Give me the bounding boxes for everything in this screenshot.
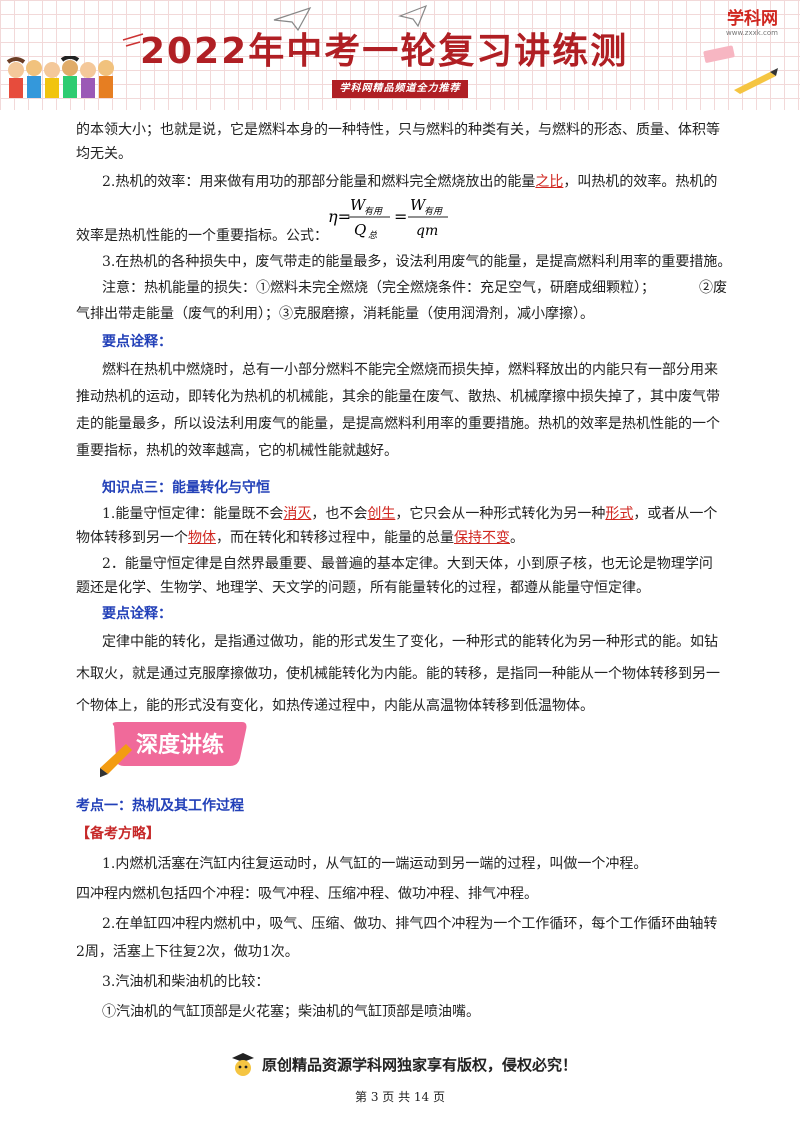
text-line: 重要指标，热机的效率越高，它的机械性能就越好。 (76, 443, 398, 459)
site-logo: 学科网 www.zxxk.com (726, 4, 778, 37)
formula-eta: η= (328, 207, 351, 226)
children-illustration (6, 56, 114, 98)
text-line: 走的能量最多，所以设法利用废气的能量，是提高燃料利用率的重要措施。热机的效率是热… (76, 416, 720, 432)
text-span: ②废 (699, 280, 727, 296)
text-line: 2．能量守恒定律是自然界最重要、最普遍的基本定律。大到天体，小到原子核，也无论是… (102, 556, 713, 572)
text-line: 效率是热机性能的一个重要指标。公式： (76, 228, 328, 244)
paper-plane-icon (398, 4, 428, 28)
eraser-icon (703, 45, 735, 63)
text-line: 1.内燃机活塞在汽缸内往复运动时，从气缸的一端运动到另一端的过程，叫做一个冲程。 (102, 856, 648, 872)
underlined-term: 保持不变 (454, 530, 510, 546)
conservation-law-line: 1.能量守恒定律：能量既不会消灭，也不会创生，它只会从一种形式转化为另一种形式，… (102, 502, 717, 527)
section-heading: 知识点三：能量转化与守恒 (102, 480, 270, 496)
efficiency-formula: η= W 有用 Q 总 = W 有用 qm (328, 192, 478, 250)
key-points-label: 要点诠释： (102, 606, 172, 622)
text-span: ，而在转化和转移过程中，能量的总量 (216, 530, 454, 546)
logo-url: www.zxxk.com (726, 29, 778, 37)
text-line: 题还是化学、生物学、地理学、天文学的问题，所有能量转化的过程，都遵从能量守恒定律… (76, 580, 650, 596)
underlined-term: 之比 (535, 174, 564, 190)
formula-graphic: η= W 有用 Q 总 = W 有用 qm (328, 196, 448, 241)
exam-point-heading: 考点一：热机及其工作过程 (76, 798, 244, 814)
page-title: 2022年中考一轮复习讲练测 (140, 31, 629, 72)
text-line: 的本领大小；也就是说，它是燃料本身的一种特性，只与燃料的种类有关，与燃料的形态、… (76, 122, 720, 138)
text-line: 均无关。 (76, 146, 132, 162)
formula-qm: qm (416, 223, 438, 239)
note-line: 注意：热机能量的损失：①燃料未完全燃烧（完全燃烧条件：充足空气，研磨成细颗粒）；… (102, 276, 727, 301)
text-line: 3.在热机的各种损失中，废气带走的能量最多，设法利用废气的能量，是提高燃料利用率… (102, 254, 732, 270)
text-line: 定律中能的转化，是指通过做功，能的形式发生了变化，一种形式的能转化为另一种形式的… (102, 634, 718, 650)
formula-sub-useful2: 有用 (424, 206, 443, 217)
text-line: 推动热机的运动，即转化为热机的机械能，其余的能量在废气、散热、机械摩擦中损失掉了… (76, 389, 720, 405)
text-span: ，也不会 (311, 506, 368, 522)
prep-strategy-label: 【备考方略】 (76, 826, 160, 842)
text-line: ①汽油机的气缸顶部是火花塞；柴油机的气缸顶部是喷油嘴。 (102, 1004, 480, 1020)
badge-text: 深度讲练 (136, 732, 224, 758)
underlined-term: 创生 (367, 506, 396, 522)
text-line: 2.在单缸四冲程内燃机中，吸气、压缩、做功、排气四个冲程为一个工作循环，每个工作… (102, 916, 718, 932)
underlined-term: 形式 (605, 506, 634, 522)
text-span: 1.能量守恒定律：能量既不会 (102, 506, 284, 522)
page-number: 第 3 页 共 14 页 (355, 1090, 445, 1104)
text-span: 2.热机的效率：用来做有用功的那部分能量和燃料完全燃烧放出的能量 (102, 174, 536, 190)
pencil-icon (734, 68, 778, 94)
text-line: 个物体上，能的形式没有变化，如热传递过程中，内能从高温物体转移到低温物体。 (76, 698, 594, 714)
pencil-icon (100, 744, 132, 774)
underlined-term: 物体 (188, 530, 216, 546)
text-span: 注意：热机能量的损失：①燃料未完全燃烧（完全燃烧条件：充足空气，研磨成细颗粒）； (102, 280, 655, 296)
text-span: ，它只会从一种形式转化为另一种 (395, 506, 606, 522)
text-line: 3.汽油机和柴油机的比较： (102, 974, 270, 990)
recommend-banner: 学科网精品频道全力推荐 (332, 80, 468, 98)
paper-plane-icon (273, 6, 312, 32)
formula-sub-total: 总 (368, 230, 377, 241)
mascot-icon (232, 1053, 254, 1076)
conservation-law-line: 物体转移到另一个物体，而在转化和转移过程中，能量的总量保持不变。 (76, 526, 524, 551)
text-line: 木取火，就是通过克服摩擦做功，使机械能转化为内能。能的转移，是指同一种能从一个物… (76, 666, 720, 682)
formula-equals: = (394, 207, 407, 226)
text-span: ，或者从一个 (633, 506, 718, 522)
formula-sub-useful1: 有用 (364, 206, 383, 217)
star-doodle-icon (122, 33, 144, 47)
formula-q: Q (354, 221, 366, 239)
text-span: ，叫热机的效率。热机的 (563, 174, 718, 190)
copyright-notice: 原创精品资源学科网独家享有版权，侵权必究！ (262, 1056, 578, 1074)
text-line: 气排出带走能量（废气的利用）；③克服磨擦，消耗能量（使用润滑剂，减小摩擦）。 (76, 306, 594, 322)
formula-w2: W (410, 196, 427, 214)
text-line: 2周，活塞上下往复2次，做功1次。 (76, 944, 299, 960)
underlined-term: 消灭 (283, 506, 312, 522)
text-span: 。 (510, 530, 524, 546)
deep-practice-badge: 深度讲练 (100, 722, 247, 778)
paragraph-efficiency: 2.热机的效率：用来做有用功的那部分能量和燃料完全燃烧放出的能量之比，叫热机的效… (102, 170, 717, 195)
page-header: 2022年中考一轮复习讲练测 学科网精品频道全力推荐 学科网 www.zxxk.… (0, 0, 800, 110)
text-line: 四冲程内燃机包括四个冲程：吸气冲程、压缩冲程、做功冲程、排气冲程。 (76, 886, 538, 902)
formula-w1: W (350, 196, 367, 214)
logo-text: 学科网 (727, 9, 778, 29)
text-span: 物体转移到另一个 (76, 530, 188, 546)
key-points-label: 要点诠释： (102, 334, 172, 350)
text-line: 燃料在热机中燃烧时，总有一小部分燃料不能完全燃烧而损失掉，燃料释放出的内能只有一… (102, 362, 718, 378)
